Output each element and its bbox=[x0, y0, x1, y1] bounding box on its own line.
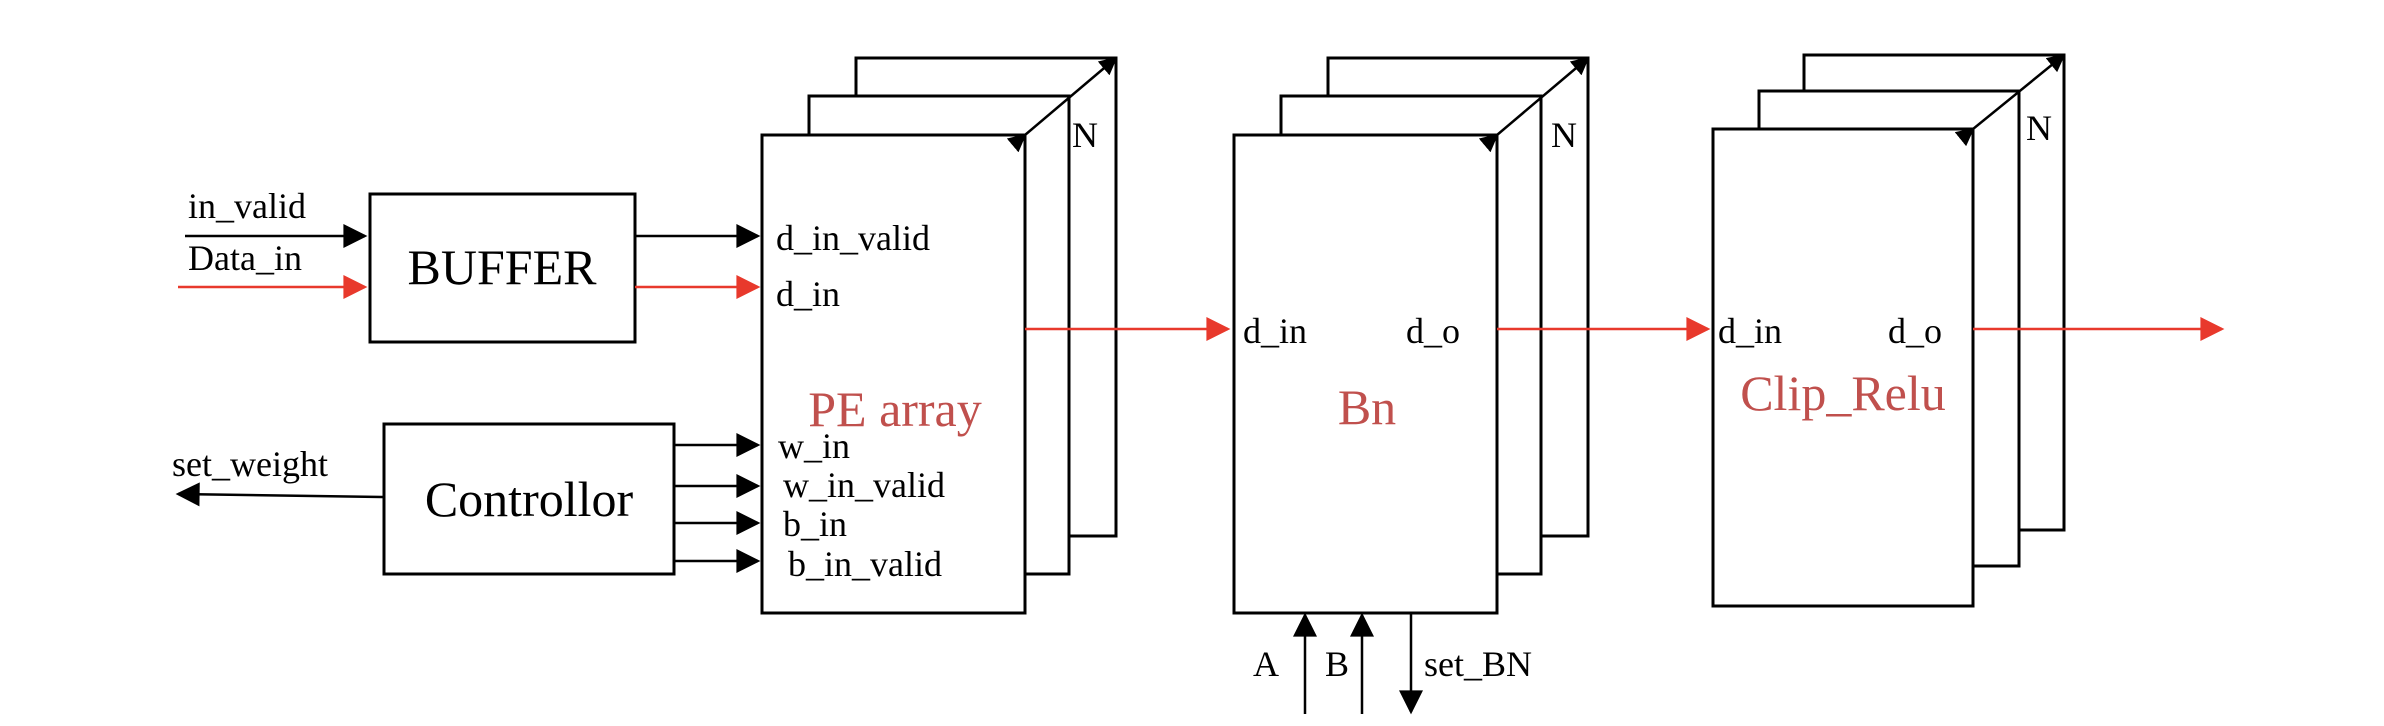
bn-stack-label: N bbox=[1551, 115, 1577, 155]
buffer-block: BUFFER bbox=[368, 192, 637, 344]
bn-label: Bn bbox=[1338, 379, 1396, 435]
set-weight-wire bbox=[175, 482, 385, 507]
bn-port-a: A bbox=[1253, 644, 1279, 684]
pe-port-w-in: w_in bbox=[778, 426, 850, 466]
clip-relu-front-layer bbox=[1711, 127, 1975, 608]
pe-array-stack-label: N bbox=[1072, 115, 1098, 155]
bn-port-set-bn: set_BN bbox=[1424, 644, 1532, 684]
clip-relu-stack-label: N bbox=[2026, 108, 2052, 148]
pe-array-stack-arrow bbox=[1006, 56, 1118, 153]
clip-relu-port-d-o: d_o bbox=[1888, 311, 1942, 351]
in-valid-label: in_valid bbox=[188, 186, 306, 226]
clip-relu-label: Clip_Relu bbox=[1740, 365, 1946, 421]
pe-port-w-in-valid: w_in_valid bbox=[783, 465, 945, 505]
pe-array-front-layer bbox=[760, 133, 1027, 615]
pe-port-b-in-valid: b_in_valid bbox=[788, 544, 942, 584]
input-wires: in_valid Data_in bbox=[178, 186, 368, 299]
clip-relu-stack-arrow bbox=[1954, 53, 2066, 147]
clip-relu-block: N d_in d_o Clip_Relu bbox=[1711, 53, 2066, 608]
pe-array-label: PE array bbox=[808, 381, 982, 437]
pe-port-d-in: d_in bbox=[776, 274, 840, 314]
set-weight-label: set_weight bbox=[172, 444, 328, 484]
pe-port-b-in: b_in bbox=[783, 504, 847, 544]
pe-port-d-in-valid: d_in_valid bbox=[776, 218, 930, 258]
bn-stack-arrow bbox=[1478, 56, 1590, 153]
controller-box bbox=[382, 422, 676, 576]
data-in-label: Data_in bbox=[188, 238, 302, 278]
bn-front-layer bbox=[1232, 133, 1499, 615]
buffer-label: BUFFER bbox=[408, 239, 598, 295]
controller-block: Controllor bbox=[382, 422, 676, 576]
pe-array-block: N d_in_valid d_in PE array w_in w_in_val… bbox=[760, 56, 1118, 615]
controller-label: Controllor bbox=[425, 471, 634, 527]
bn-block: N d_in d_o Bn bbox=[1232, 56, 1590, 615]
bn-port-d-o: d_o bbox=[1406, 311, 1460, 351]
clip-relu-port-d-in: d_in bbox=[1718, 311, 1782, 351]
bn-port-b: B bbox=[1325, 644, 1349, 684]
buffer-box bbox=[368, 192, 637, 344]
bn-port-d-in: d_in bbox=[1243, 311, 1307, 351]
